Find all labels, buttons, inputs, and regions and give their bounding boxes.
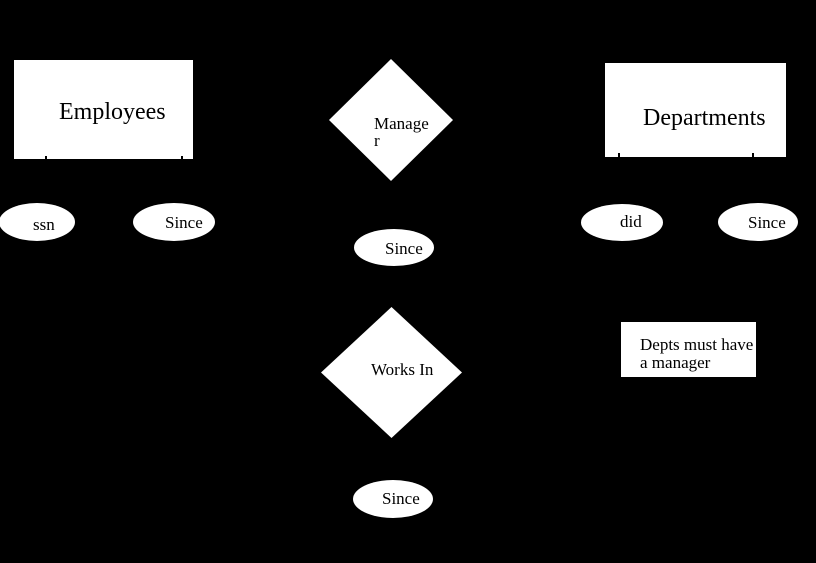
departments-entity-rectangle: Departments [605, 63, 786, 157]
since-manager-attribute-label: Since [385, 239, 423, 258]
did-attribute-ellipse: did [581, 204, 663, 241]
constraint-note-text: Depts must have a manager [640, 335, 754, 372]
since-employees-attribute-label: Since [165, 213, 203, 232]
connector-stub [181, 156, 183, 160]
since-employees-attribute-ellipse: Since [133, 203, 215, 241]
did-attribute-label: did [620, 212, 642, 231]
departments-entity-label: Departments [643, 105, 766, 131]
manager-relationship-label: Manage r [374, 114, 429, 150]
employees-entity-rectangle: Employees [14, 60, 193, 159]
connector-stub [618, 153, 620, 157]
manager-relationship-diamond: Manage r [329, 59, 453, 181]
connector-stub [45, 156, 47, 160]
since-works-in-attribute-label: Since [382, 489, 420, 508]
ssn-attribute-label: ssn [33, 215, 55, 234]
works-in-relationship-diamond: Works In [321, 307, 462, 438]
employees-entity-label: Employees [59, 99, 166, 125]
since-works-in-attribute-ellipse: Since [353, 480, 433, 518]
since-departments-attribute-label: Since [748, 213, 786, 232]
constraint-note-box: Depts must have a manager [621, 322, 756, 377]
ssn-attribute-ellipse: ssn [0, 203, 75, 241]
since-manager-attribute-ellipse: Since [354, 229, 434, 266]
works-in-relationship-label: Works In [371, 360, 434, 379]
since-departments-attribute-ellipse: Since [718, 203, 798, 241]
connector-stub [752, 153, 754, 157]
